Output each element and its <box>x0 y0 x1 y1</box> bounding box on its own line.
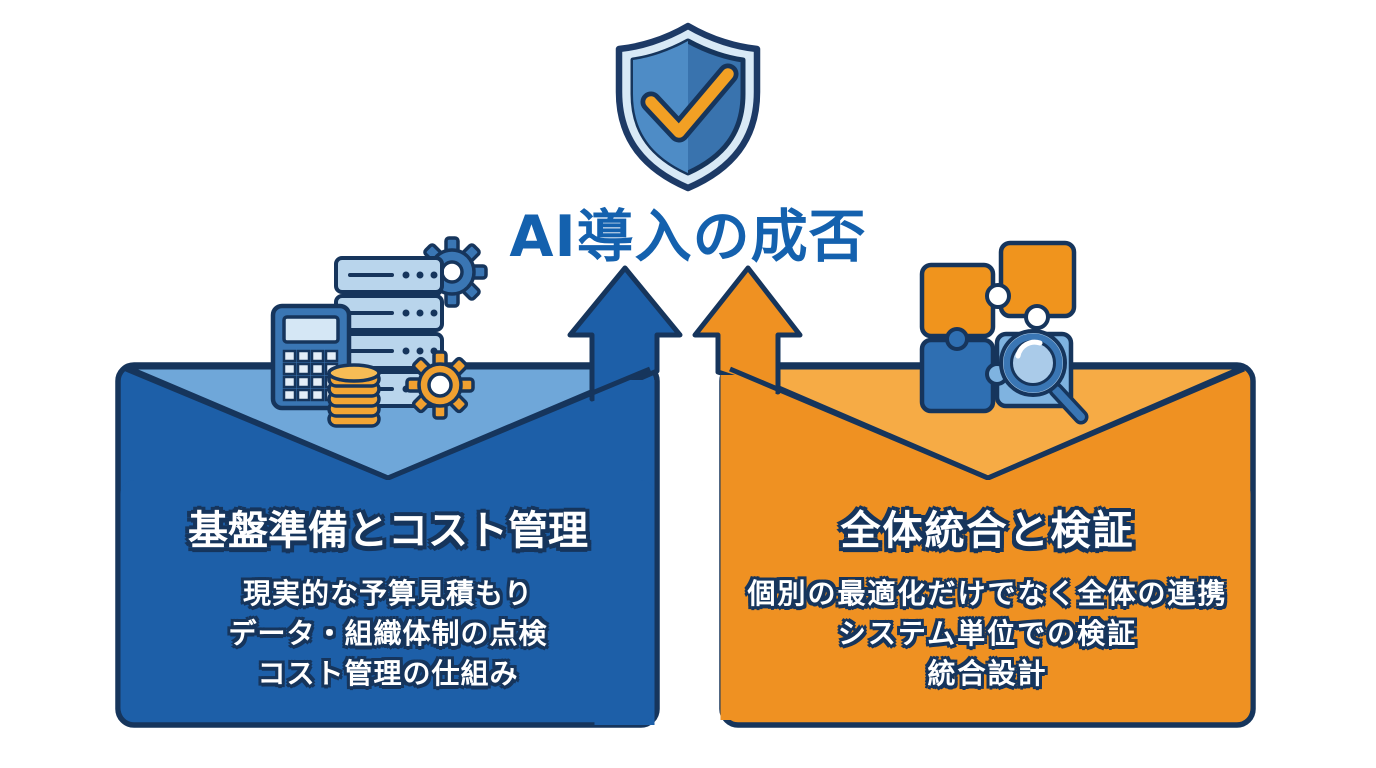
right-icon-cluster <box>919 240 1089 425</box>
left-icon-cluster <box>270 236 488 428</box>
left-item-1: 現実的な予算見積もり <box>242 577 533 610</box>
page-title: AI導入の成否 <box>509 204 867 270</box>
right-flap-fold-line <box>729 366 1245 481</box>
left-banner-lower <box>120 480 655 722</box>
left-banner-title: 基盤準備とコスト管理 <box>188 508 588 554</box>
gear-icon <box>405 350 475 420</box>
right-up-arrow <box>692 265 803 395</box>
right-banner-lower <box>724 480 1251 722</box>
checkmark <box>645 68 734 138</box>
right-item-1: 個別の最適化だけでなく全体の連携 <box>747 577 1228 610</box>
shield-check-icon <box>615 22 761 192</box>
left-item-3: コスト管理の仕組み <box>257 657 519 690</box>
right-banner-items: 個別の最適化だけでなく全体の連携 システム単位での検証 統合設計 <box>722 574 1253 694</box>
magnifying-glass-icon <box>999 329 1089 425</box>
left-flap-fold-line <box>125 366 651 481</box>
coins-icon <box>327 363 381 428</box>
left-up-arrow <box>567 265 683 402</box>
left-banner <box>115 265 683 728</box>
right-item-3: 統合設計 <box>927 657 1048 690</box>
right-banner <box>692 265 1256 728</box>
left-item-2: データ・組織体制の点検 <box>228 617 548 650</box>
left-banner-items: 現実的な予算見積もり データ・組織体制の点検 コスト管理の仕組み <box>118 574 658 694</box>
right-item-2: システム単位での検証 <box>837 617 1138 650</box>
right-banner-title: 全体統合と検証 <box>840 508 1135 554</box>
